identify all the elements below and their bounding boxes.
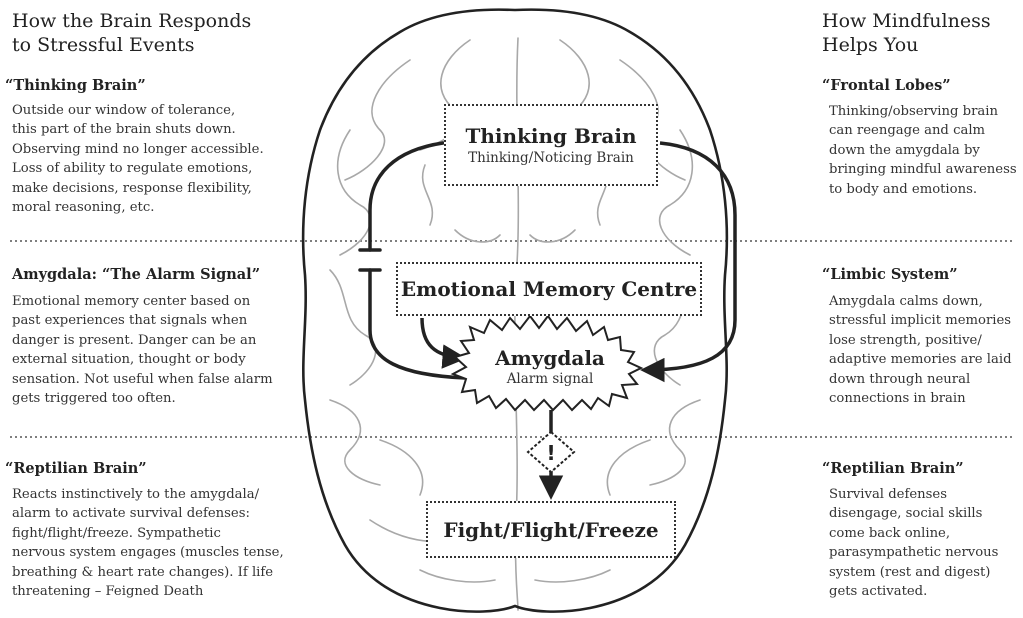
right-loop-arrow: [640, 141, 737, 383]
amygdala-label: Amygdala Alarm signal: [470, 346, 630, 387]
left-loop-arrow: [358, 141, 467, 380]
thinking-brain-subtitle: Thinking/Noticing Brain: [468, 150, 634, 166]
left-heading: How the Brain Responds to Stressful Even…: [12, 10, 252, 56]
thinking-brain-box: Thinking Brain Thinking/Noticing Brain: [444, 104, 658, 186]
right-section-2-body: Amygdala calms down, stressful implicit …: [829, 294, 1012, 407]
right-section-3-title: “Reptilian Brain”: [822, 460, 964, 477]
left-section-2-body: Emotional memory center based on past ex…: [12, 294, 273, 407]
emotional-to-amygdala-arrow: [420, 317, 467, 369]
amygdala-title: Amygdala: [495, 346, 605, 370]
left-section-3-title: “Reptilian Brain”: [5, 460, 147, 477]
left-section-3-body: Reacts instinctively to the amygdala/ al…: [12, 487, 284, 600]
fight-flight-freeze-title: Fight/Flight/Freeze: [443, 517, 659, 542]
right-section-1-title: “Frontal Lobes”: [822, 77, 951, 94]
right-section-1-body: Thinking/observing brain can reengage an…: [829, 104, 1017, 197]
thinking-brain-title: Thinking Brain: [465, 124, 637, 148]
left-section-1-title: “Thinking Brain”: [5, 77, 146, 94]
emotional-memory-box: Emotional Memory Centre: [396, 262, 702, 316]
right-heading: How Mindfulness Helps You: [822, 10, 991, 56]
right-section-3-body: Survival defenses disengage, social skil…: [829, 487, 999, 600]
alarm-burst-icon: [450, 314, 644, 412]
svg-text:!: !: [546, 441, 555, 465]
warning-triangle-icon: !: [526, 430, 576, 474]
emotional-memory-title: Emotional Memory Centre: [400, 277, 698, 301]
amygdala-subtitle: Alarm signal: [506, 371, 594, 387]
left-section-1-body: Outside our window of tolerance, this pa…: [12, 103, 264, 216]
left-section-2-title: Amygdala: “The Alarm Signal”: [12, 266, 261, 283]
right-section-2-title: “Limbic System”: [822, 266, 958, 283]
fight-flight-freeze-box: Fight/Flight/Freeze: [426, 501, 676, 558]
